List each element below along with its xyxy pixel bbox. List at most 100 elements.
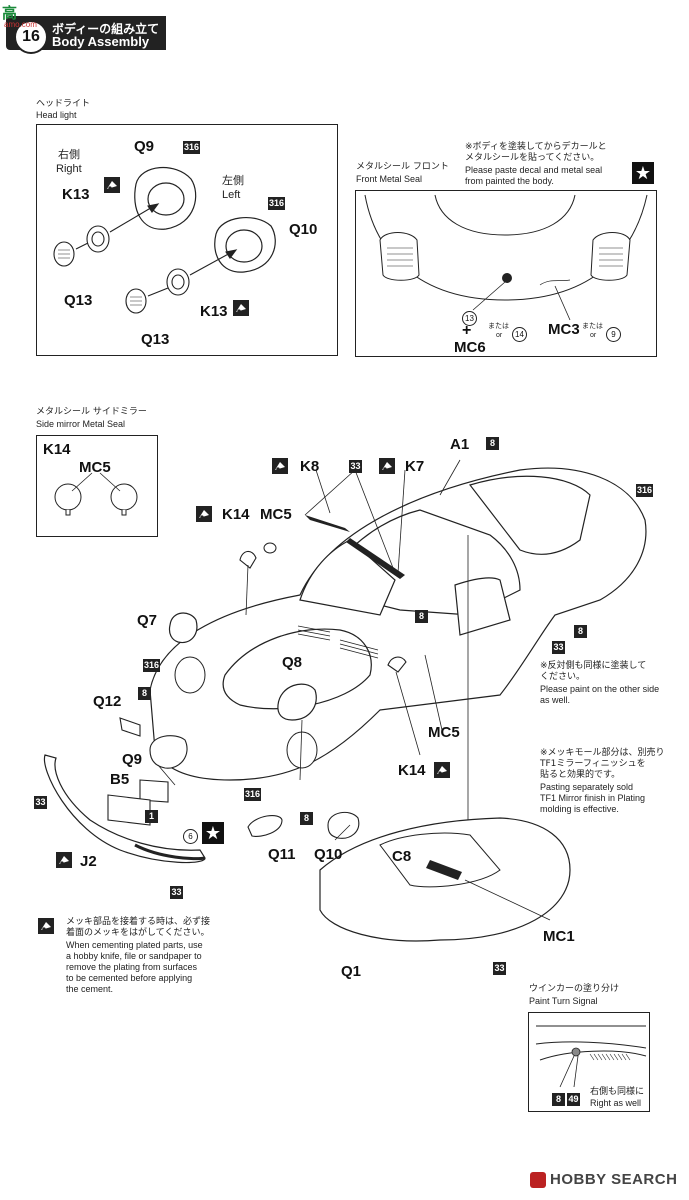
decal-9: 9 xyxy=(606,327,621,342)
step-title-jp: ボディーの組み立て xyxy=(52,22,160,36)
paint-8-rear: 8 xyxy=(574,625,587,638)
side-mirror-title-en: Side mirror Metal Seal xyxy=(36,419,126,429)
or-en-9: or xyxy=(590,332,597,339)
part-mc6: MC6 xyxy=(454,339,486,356)
glue-icon xyxy=(434,762,450,778)
part-c8: C8 xyxy=(392,848,412,865)
front-seal-title-jp: メタルシール フロント xyxy=(356,162,449,172)
paint-33-wiper: 33 xyxy=(349,460,362,473)
glue-icon xyxy=(379,458,395,474)
headlight-lens-left xyxy=(125,288,147,314)
front-seal-note-en-1: Please paste decal and metal seal xyxy=(465,165,603,175)
headlight-title-jp: ヘッドライト xyxy=(36,99,91,109)
front-seal-diagram xyxy=(364,194,648,321)
part-q9-main: Q9 xyxy=(122,751,143,768)
part-mc3: MC3 xyxy=(548,321,580,338)
paint-8-window: 8 xyxy=(415,610,428,623)
side-mirror-k14: K14 xyxy=(43,441,71,458)
or-jp-14: または xyxy=(488,323,509,330)
part-k8: K8 xyxy=(300,458,320,475)
plated-note-jp-2: 着面のメッキをはがしてください。 xyxy=(66,928,210,938)
decal-14: 14 xyxy=(512,327,527,342)
turn-signal-title-en: Paint Turn Signal xyxy=(529,996,598,1006)
part-k13-right: K13 xyxy=(62,186,90,203)
part-q13-left: Q13 xyxy=(141,331,170,348)
turn-signal-box xyxy=(528,1012,650,1112)
decal-13: 13 xyxy=(462,311,477,326)
front-seal-title-en: Front Metal Seal xyxy=(356,174,423,184)
mirror-note-jp-3: 貼ると効果的です。 xyxy=(540,770,621,780)
headlight-bulb-left xyxy=(166,268,190,296)
paint-8-lower: 8 xyxy=(300,812,313,825)
mirror-note-en-3: molding is effective. xyxy=(540,804,619,814)
part-q10-main: Q10 xyxy=(314,846,343,863)
mirror-note-jp-1: ※メッキモール部分は、別売り xyxy=(540,748,665,758)
plated-note-en-1: When cementing plated parts, use xyxy=(66,940,203,950)
other-side-note-jp-1: ※反対側も同様に塗装して xyxy=(540,661,647,671)
label-right-jp: 右側 xyxy=(58,148,80,161)
paint-8-a1: 8 xyxy=(486,437,499,450)
part-q8: Q8 xyxy=(282,654,303,671)
label-left-en: Left xyxy=(222,189,241,201)
paint-33-bumper-bottom: 33 xyxy=(170,886,183,899)
watermark-logo: 高 xyxy=(2,5,18,22)
plated-note-en-2: a hobby knife, file or sandpaper to xyxy=(66,951,202,961)
front-seal-note-jp-2: メタルシールを貼ってください。 xyxy=(465,153,600,163)
turn-signal-title-jp: ウインカーの塗り分け xyxy=(529,984,620,994)
mirror-note-en-1: Pasting separately sold xyxy=(540,782,634,792)
side-mirror-diagram xyxy=(54,472,138,516)
part-a1: A1 xyxy=(450,436,470,453)
part-mc5-side: MC5 xyxy=(428,724,460,741)
step-number-badge: 16 xyxy=(14,20,48,54)
headlight-housing-right xyxy=(134,166,197,230)
part-q7: Q7 xyxy=(137,612,158,629)
side-mirror-title-jp: メタルシール サイドミラー xyxy=(36,407,147,417)
glue-icon xyxy=(272,458,288,474)
part-k14-main: K14 xyxy=(222,506,250,523)
headlight-diagram xyxy=(53,166,276,314)
paint-316-lower: 316 xyxy=(244,788,262,801)
paint-316-q9: 316 xyxy=(183,141,201,154)
paint-316-body: 316 xyxy=(636,484,654,497)
part-k7: K7 xyxy=(405,458,425,475)
plated-note-en-3: remove the plating from surfaces xyxy=(66,962,198,972)
glue-icon xyxy=(196,506,212,522)
paint-33-cover: 33 xyxy=(493,962,506,975)
headlight-title-en: Head light xyxy=(36,110,77,120)
plated-note-en-5: the cement. xyxy=(66,984,114,994)
label-left-jp: 左側 xyxy=(222,174,244,187)
paint-8-signal: 8 xyxy=(552,1093,565,1106)
step-title-en: Body Assembly xyxy=(52,34,150,49)
mirror-note-jp-2: TF1ミラーフィニッシュを xyxy=(540,759,646,769)
part-q13-right: Q13 xyxy=(64,292,93,309)
turn-signal-right-jp: 右側も同様に xyxy=(590,1087,645,1097)
plated-note-jp-1: メッキ部品を接着する時は、必ず接 xyxy=(66,917,211,927)
glue-icon xyxy=(38,918,54,934)
front-seal-note-jp-1: ※ボディを塗装してからデカールと xyxy=(465,142,607,152)
part-q9-headlight: Q9 xyxy=(134,138,155,155)
part-q11: Q11 xyxy=(268,846,296,863)
part-k14-side: K14 xyxy=(398,762,426,779)
or-jp-9: または xyxy=(582,323,603,330)
paint-33-rear: 33 xyxy=(552,641,565,654)
glue-icon xyxy=(56,852,72,868)
part-k13-left: K13 xyxy=(200,303,228,320)
side-mirror-mc5: MC5 xyxy=(79,459,111,476)
headlight-lens-right xyxy=(53,241,75,267)
label-right-en: Right xyxy=(56,163,82,175)
paint-33-bumper-left: 33 xyxy=(34,796,47,809)
headlight-bulb-right xyxy=(86,225,110,253)
part-j2: J2 xyxy=(80,853,97,870)
turn-signal-right-en: Right as well xyxy=(590,1098,642,1108)
hobbysearch-logo-icon xyxy=(530,1172,546,1188)
paint-1-plate: 1 xyxy=(145,810,158,823)
part-q12: Q12 xyxy=(93,693,122,710)
part-mc1: MC1 xyxy=(543,928,575,945)
other-side-note-en-1: Please paint on the other side xyxy=(540,684,660,694)
car-body-diagram xyxy=(43,459,647,942)
plus-sign: + xyxy=(462,322,472,339)
plated-note-en-4: to be cemented before applying xyxy=(66,973,193,983)
star-icon: ★ xyxy=(632,162,654,184)
headlight-box xyxy=(36,124,338,356)
turn-signal-diagram xyxy=(535,1025,647,1088)
